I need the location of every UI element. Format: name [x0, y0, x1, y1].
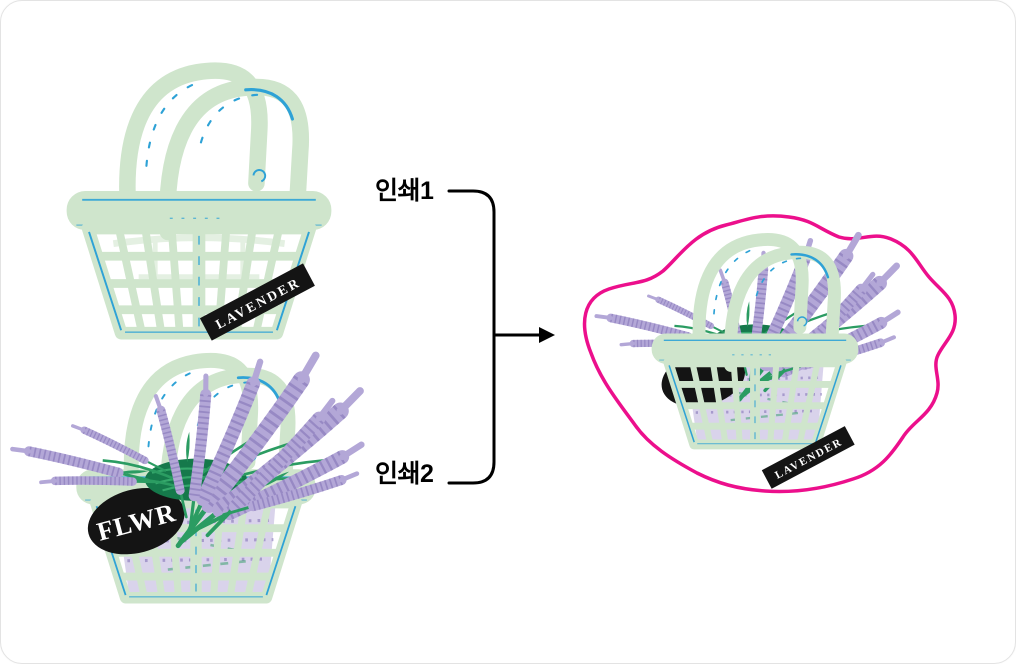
lavender-badge-bg	[199, 263, 315, 341]
print1-basket-illustration: LAVENDER	[53, 47, 345, 341]
basket-body	[67, 191, 332, 333]
print2-label: 인쇄2	[375, 460, 434, 488]
flwr-badge-bg	[87, 488, 185, 555]
arrow-right-icon	[494, 327, 555, 343]
lavender-badge-bg	[761, 426, 855, 489]
flwr-badge: FLWR	[87, 488, 185, 555]
print2-basket-illustration: FLWR	[6, 339, 402, 631]
result-sticker-illustration: LAVENDER	[582, 214, 957, 494]
print1-label: 인쇄1	[375, 177, 434, 205]
merge-connector	[447, 189, 555, 485]
merge-bracket	[447, 189, 496, 485]
